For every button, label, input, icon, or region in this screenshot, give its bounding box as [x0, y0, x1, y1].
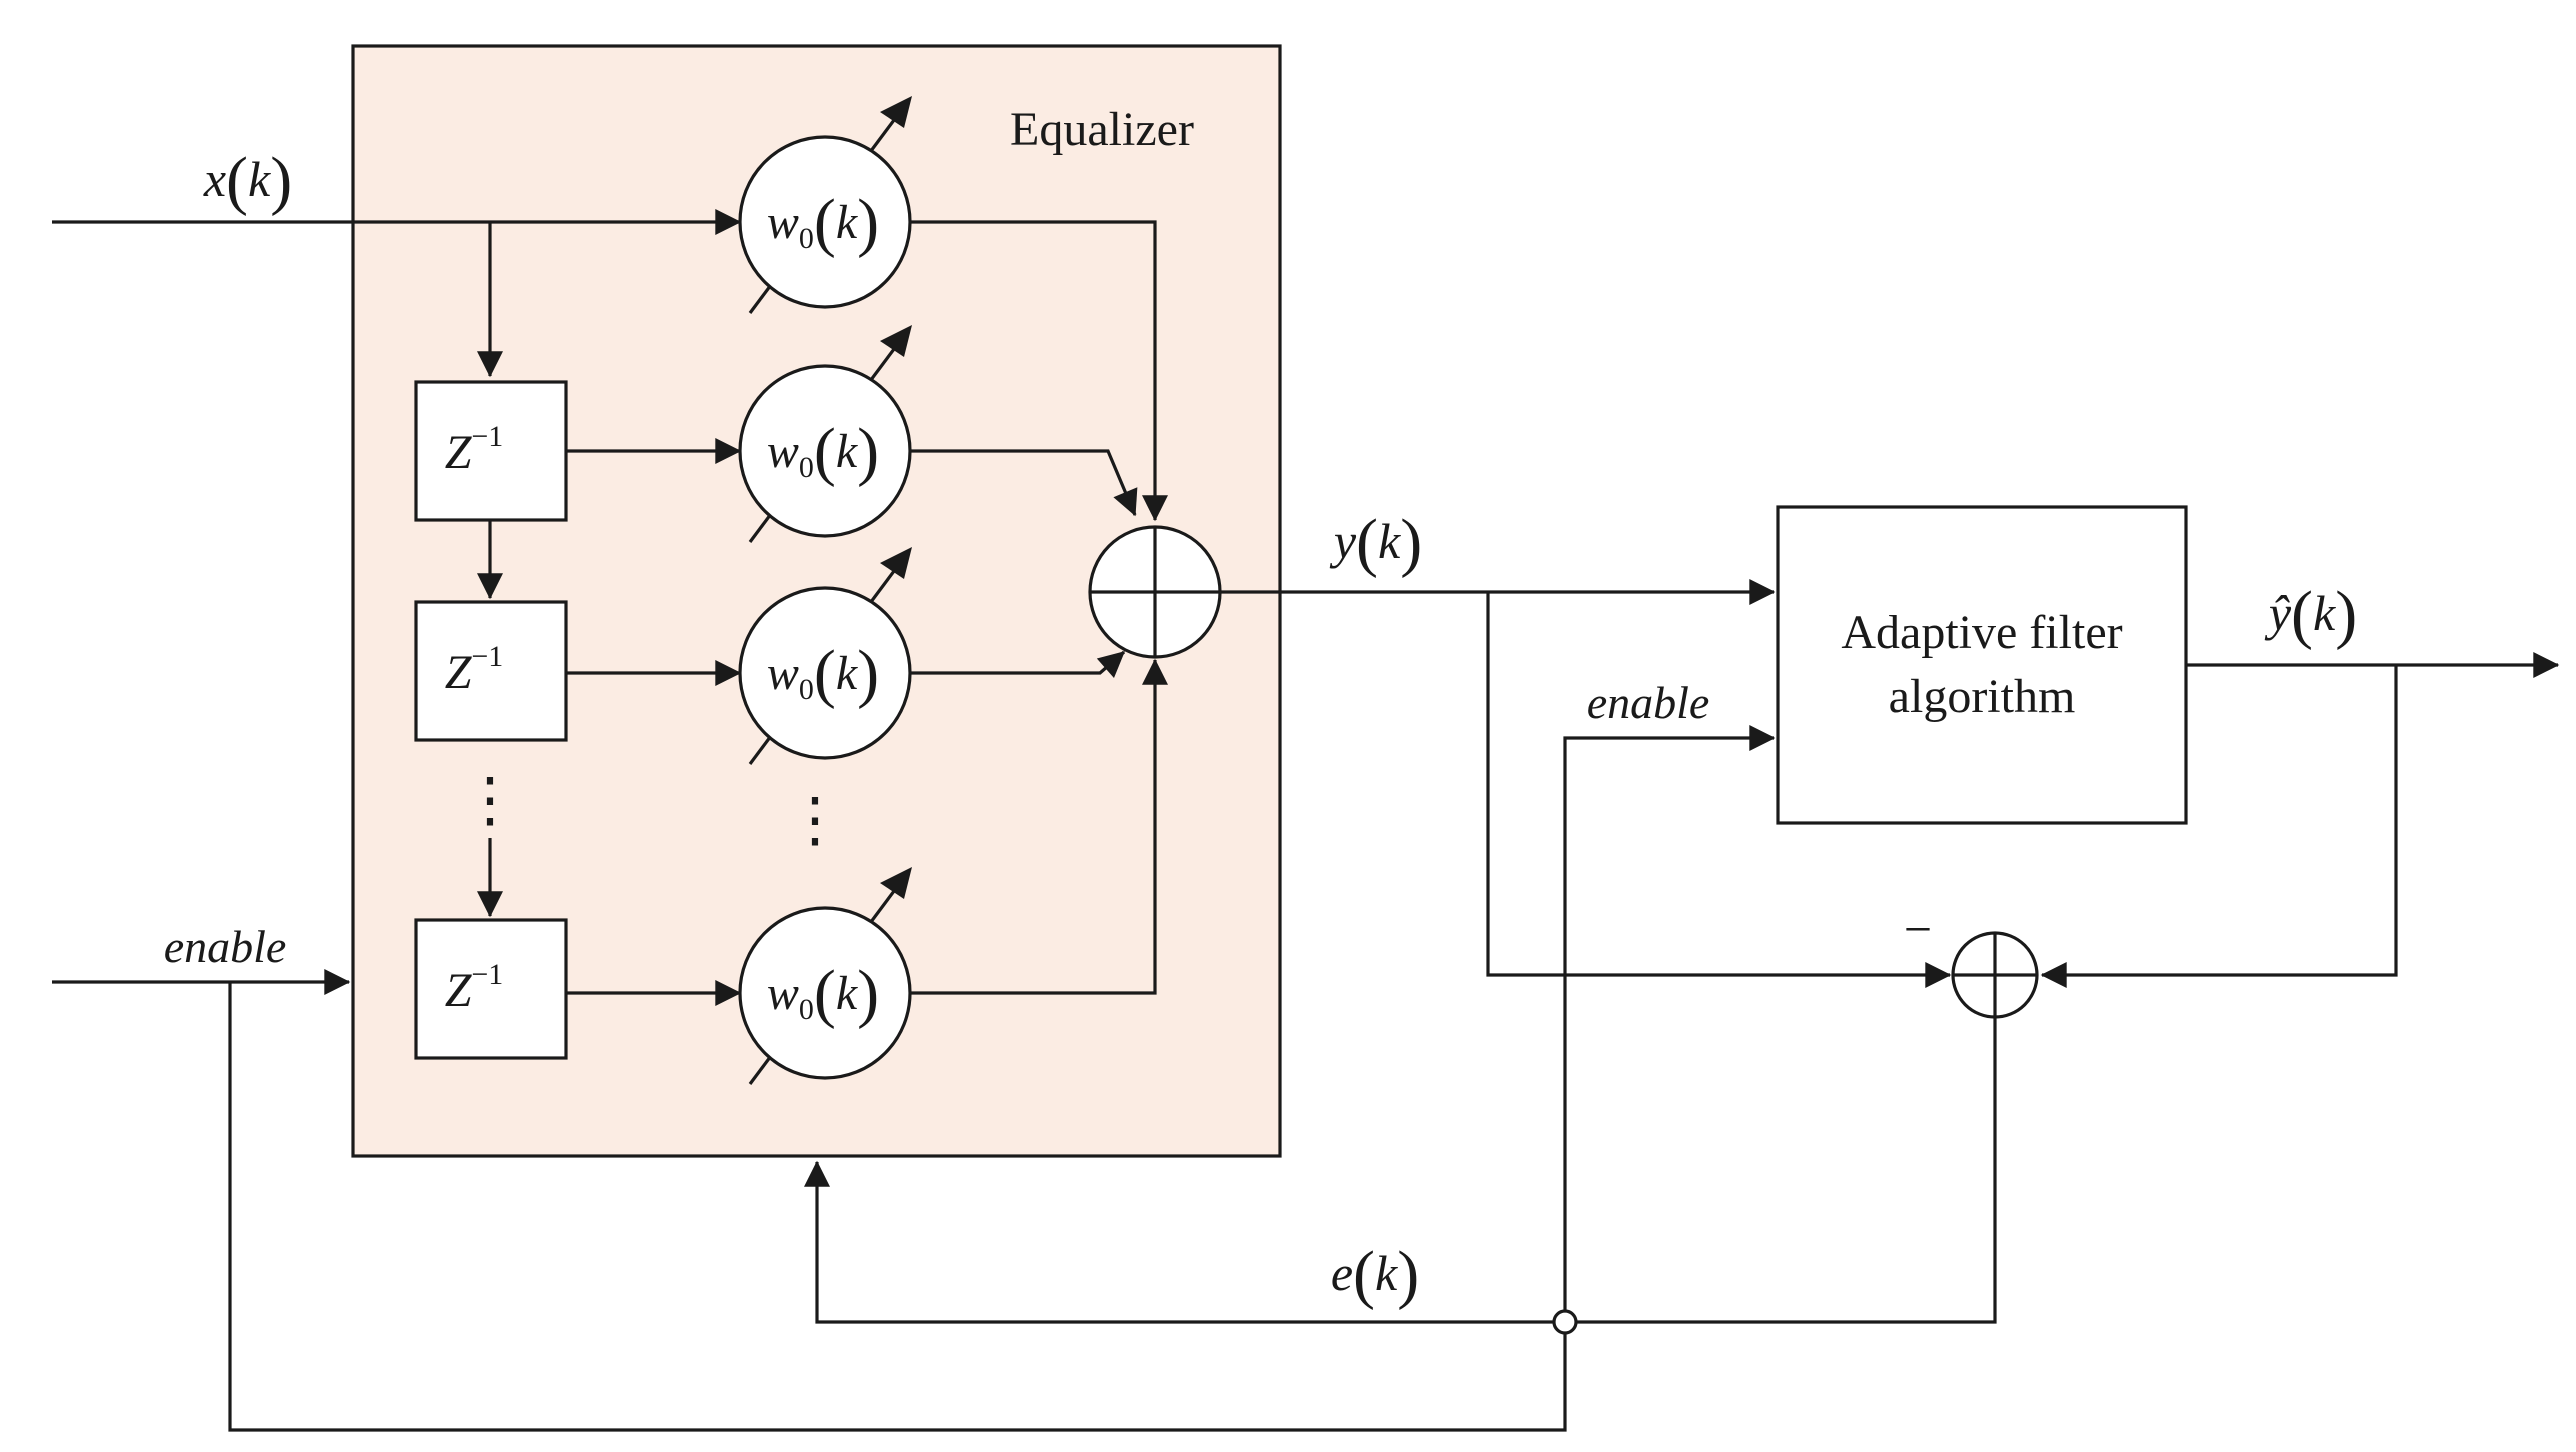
- svg-text:Z−1: Z−1: [445, 420, 504, 479]
- weight-0: w0(k): [738, 96, 912, 314]
- svg-text:ŷ(k): ŷ(k): [2264, 578, 2357, 651]
- svg-text:algorithm: algorithm: [1889, 670, 2076, 723]
- delay-ellipsis: ⋮: [460, 767, 520, 833]
- svg-text:e(k): e(k): [1331, 1238, 1419, 1311]
- yhat-to-error-sum: [2040, 665, 2398, 988]
- error-feedback-line: [804, 1017, 1997, 1324]
- svg-text:w0(k): w0(k): [767, 415, 879, 488]
- error-label: e(k): [1331, 1238, 1419, 1311]
- crossing-junction: [1552, 1309, 1578, 1335]
- svg-text:Adaptive filter: Adaptive filter: [1841, 606, 2122, 659]
- svg-text:x(k): x(k): [203, 144, 292, 217]
- weight-3: w0(k): [738, 867, 912, 1085]
- weight-1-to-sum: [910, 449, 1138, 517]
- equalizer-label: Equalizer: [1010, 103, 1194, 156]
- svg-text:w0(k): w0(k): [767, 637, 879, 710]
- delay-block-3: Z−1: [414, 918, 568, 1060]
- svg-text:w0(k): w0(k): [767, 186, 879, 259]
- error-summing-junction: [1951, 931, 2039, 1019]
- y-to-error-sum: [1486, 592, 1952, 988]
- enable-left-label: enable: [164, 921, 287, 972]
- svg-text:w0(k): w0(k): [767, 957, 879, 1030]
- enable-right-line: [1563, 725, 1776, 1325]
- svg-text:y(k): y(k): [1329, 506, 1422, 579]
- delay-block-2: Z−1: [414, 600, 568, 742]
- minus-sign: −: [1904, 901, 1932, 957]
- adaptive-filter-block: Adaptive filter algorithm: [1776, 505, 2188, 825]
- weight-2: w0(k): [738, 547, 912, 765]
- svg-text:Z−1: Z−1: [445, 958, 504, 1017]
- weight-ellipsis: ⋮: [785, 787, 845, 853]
- summing-junction: [1088, 525, 1222, 659]
- enable-right-label: enable: [1587, 677, 1710, 728]
- input-x-label: x(k): [203, 144, 292, 217]
- svg-text:Z−1: Z−1: [445, 640, 504, 699]
- enable-loop-line: [228, 982, 1567, 1432]
- weight-2-to-sum: [910, 650, 1126, 679]
- output-yhat-label: ŷ(k): [2264, 578, 2357, 651]
- weight-0-to-sum: [910, 220, 1168, 522]
- delay-block-1: Z−1: [414, 380, 568, 522]
- weight-3-to-sum: [910, 658, 1168, 995]
- output-y-label: y(k): [1329, 506, 1422, 579]
